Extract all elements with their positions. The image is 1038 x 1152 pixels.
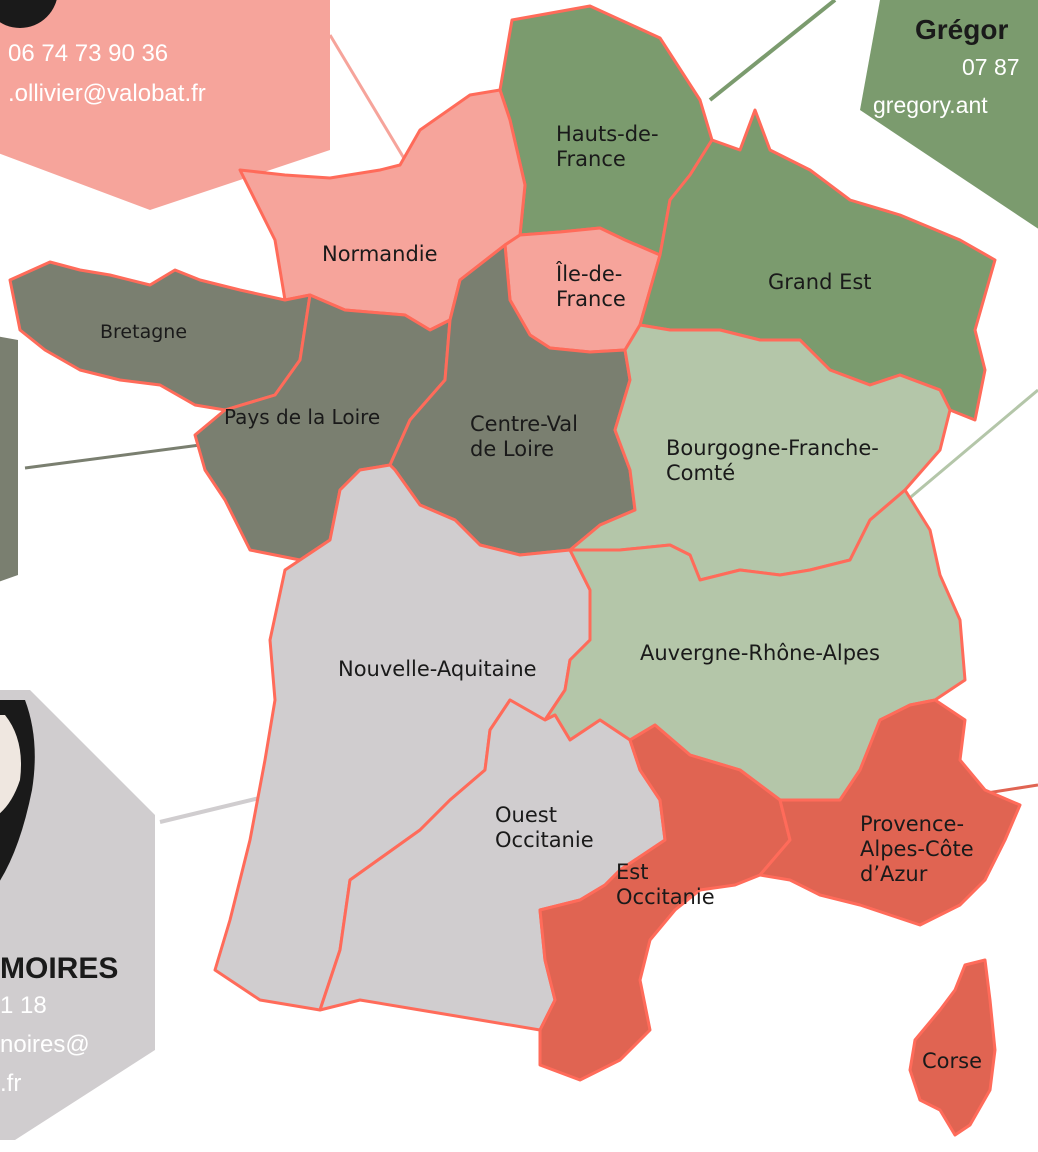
contact-card-bretagne	[0, 336, 18, 582]
label-bourgogne-franche-comte: Bourgogne-Franche- Comté	[666, 436, 879, 486]
region-corse[interactable]	[908, 958, 997, 1137]
contact-photo	[0, 0, 57, 28]
normandie-contact-email: .ollivier@valobat.fr	[8, 80, 206, 107]
contact-card-hauts-de-france	[860, 0, 1038, 229]
connector-normandie	[328, 34, 407, 161]
label-grand-est: Grand Est	[768, 270, 872, 294]
card-shape	[0, 690, 155, 1140]
regions	[8, 4, 1022, 1137]
nouvelle-aquitaine-contact-name: MOIRES	[0, 952, 119, 985]
label-est-occitanie: Est Occitanie	[616, 860, 715, 910]
hauts-de-france-contact-email: gregory.ant	[873, 92, 988, 118]
normandie-contact-phone: 06 74 73 90 36	[8, 40, 169, 67]
label-nouvelle-aquitaine: Nouvelle-Aquitaine	[338, 657, 537, 681]
nouvelle-aquitaine-contact-email-line1: noires@	[0, 1031, 90, 1058]
contact-card-nouvelle-aquitaine	[0, 690, 155, 1140]
connector-hauts-de-france	[708, 0, 837, 102]
label-centre-val-de-loire: Centre-Val de Loire	[470, 412, 579, 462]
region-provence-alpes-cote-dazur[interactable]	[758, 698, 1022, 927]
label-ile-de-france: Île-de- France	[556, 262, 626, 312]
card-shape	[0, 336, 18, 582]
label-bretagne: Bretagne	[100, 321, 188, 343]
contact-card-normandie	[0, 0, 330, 210]
card-shape	[0, 0, 330, 210]
contact-photo-face	[0, 715, 21, 814]
hauts-de-france-contact-name: Grégor	[915, 14, 1009, 45]
label-provence-alpes-cote-dazur: Provence- Alpes-Côte d’Azur	[860, 812, 974, 887]
card-shape	[860, 0, 1038, 229]
label-corse: Corse	[922, 1049, 983, 1073]
hauts-de-france-contact-phone: 07 87	[962, 54, 1020, 80]
label-auvergne-rhone-alpes: Auvergne-Rhône-Alpes	[640, 641, 880, 665]
label-normandie: Normandie	[322, 242, 438, 266]
nouvelle-aquitaine-contact-phone: 1 18	[0, 992, 47, 1019]
label-pays-de-la-loire: Pays de la Loire	[224, 405, 381, 429]
nouvelle-aquitaine-contact-email-line2: .fr	[0, 1070, 22, 1097]
label-hauts-de-france: Hauts-de- France	[556, 122, 659, 172]
label-ouest-occitanie: Ouest Occitanie	[495, 803, 594, 853]
connector-bretagne	[24, 443, 201, 470]
